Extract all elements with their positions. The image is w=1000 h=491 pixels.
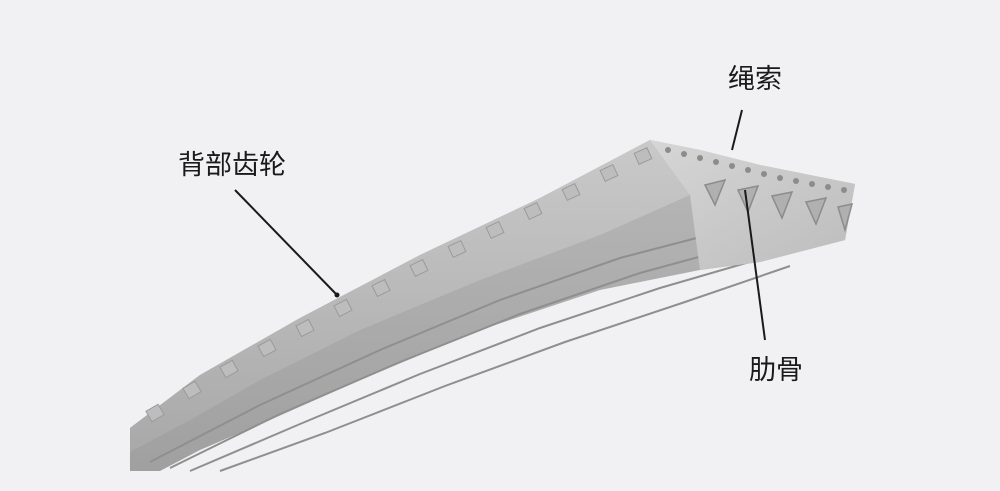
leader-dot-back-teeth [334,292,340,298]
cord-dots [665,147,847,193]
belt-top-face [130,140,700,452]
label-rib: 肋骨 [749,355,803,386]
belt-ribs [703,178,854,233]
leader-line-cord [731,109,743,151]
belt-end-face [650,140,855,270]
back-teeth [145,147,653,423]
label-cord: 绳索 [728,64,782,95]
label-back-teeth: 背部齿轮 [178,150,286,181]
leader-line-back-teeth [234,189,338,296]
belt-body [130,140,855,471]
leader-line-rib [744,189,766,341]
rib-grooves [149,227,791,472]
